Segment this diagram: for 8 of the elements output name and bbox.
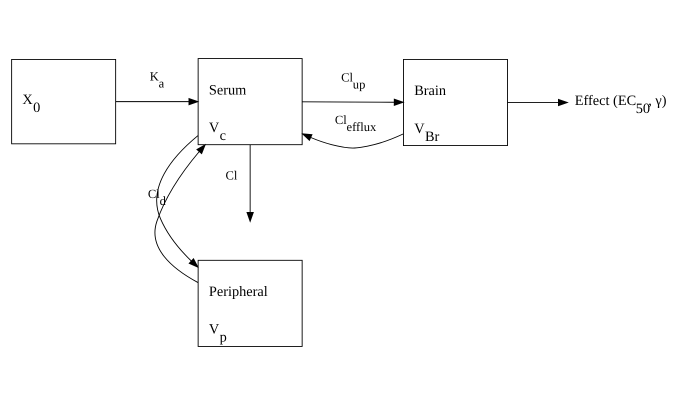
arrow [154,144,206,284]
arrow [246,144,254,223]
arrow [302,98,405,106]
arrow [115,98,200,106]
arrow [301,133,404,148]
edge-label: Cl [225,168,238,183]
arrow [507,98,569,106]
arrow [156,135,199,268]
